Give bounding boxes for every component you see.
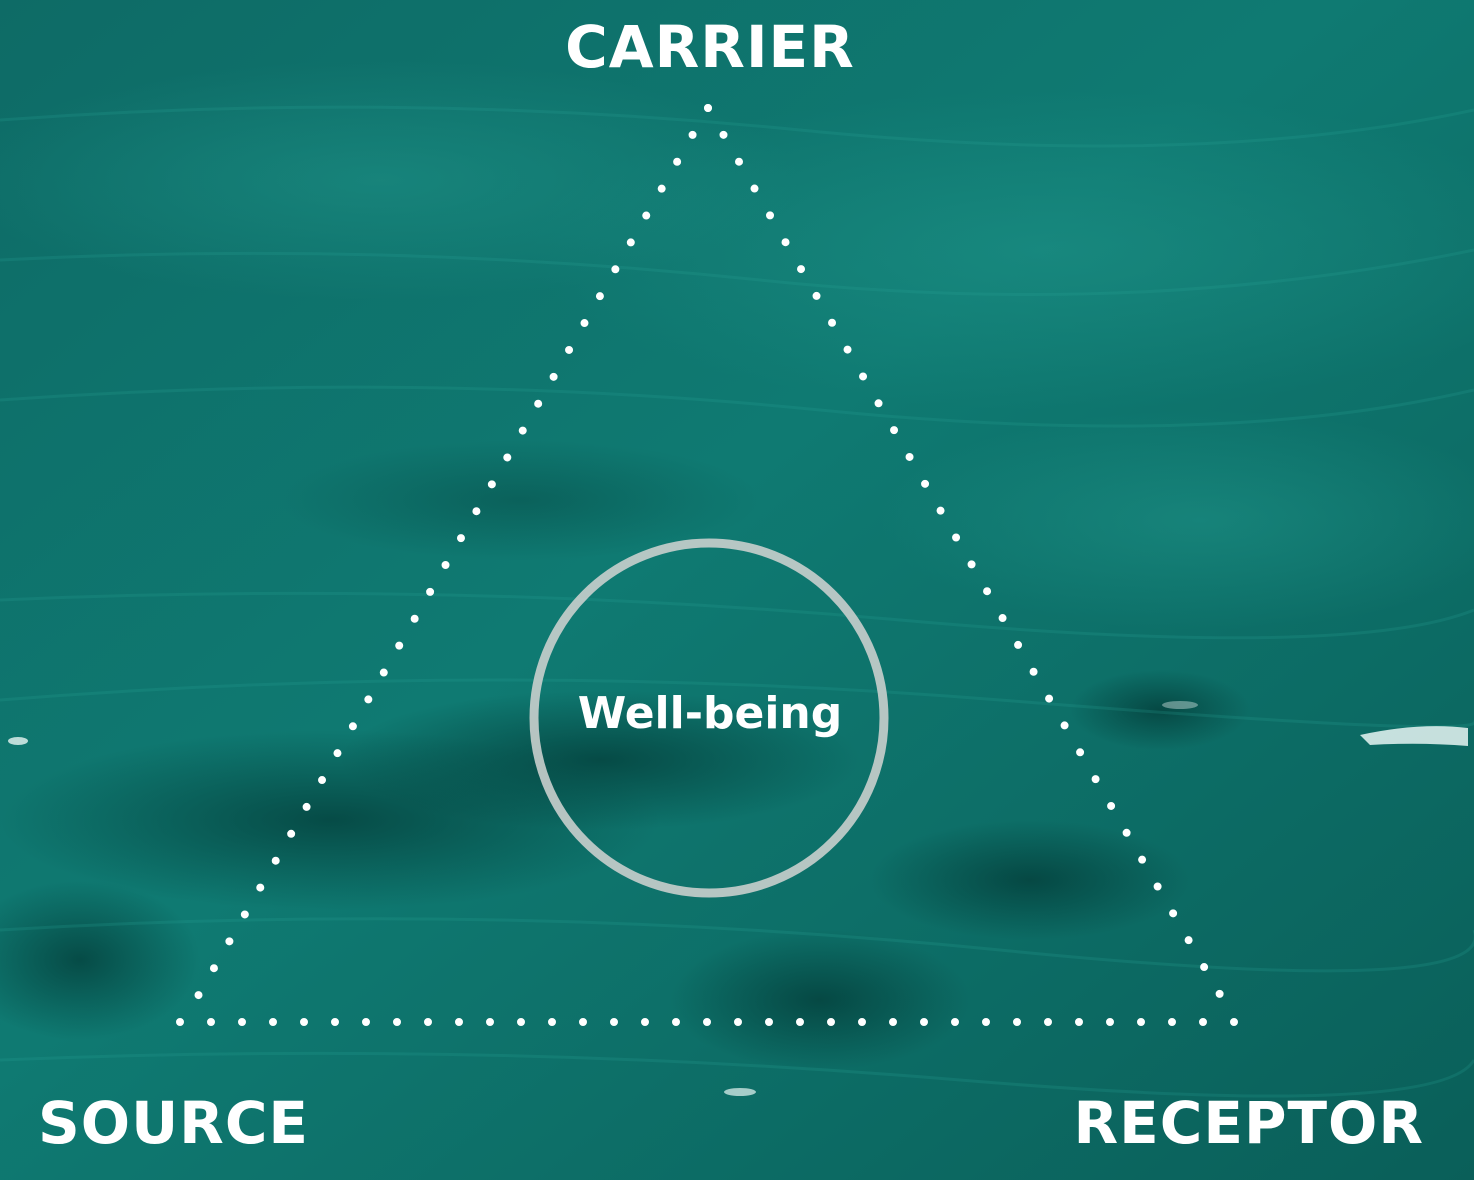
well-being-label: Well-being (577, 688, 843, 739)
wave-streaks (0, 105, 1474, 1098)
dark-patch (0, 880, 200, 1040)
foam-highlights (8, 701, 1468, 1096)
carrier-label: CARRIER (565, 13, 855, 81)
light-swell (0, 60, 800, 300)
well-being-circle (529, 538, 889, 898)
dark-patch (340, 690, 860, 830)
dark-patch (670, 930, 970, 1070)
source-label: SOURCE (38, 1089, 310, 1157)
dark-patch (280, 440, 760, 560)
receptor-label: RECEPTOR (1073, 1089, 1424, 1157)
dark-patch (870, 820, 1190, 940)
dark-patch (1070, 670, 1250, 750)
light-swell (880, 410, 1474, 630)
dotted-triangle (176, 104, 1244, 1026)
